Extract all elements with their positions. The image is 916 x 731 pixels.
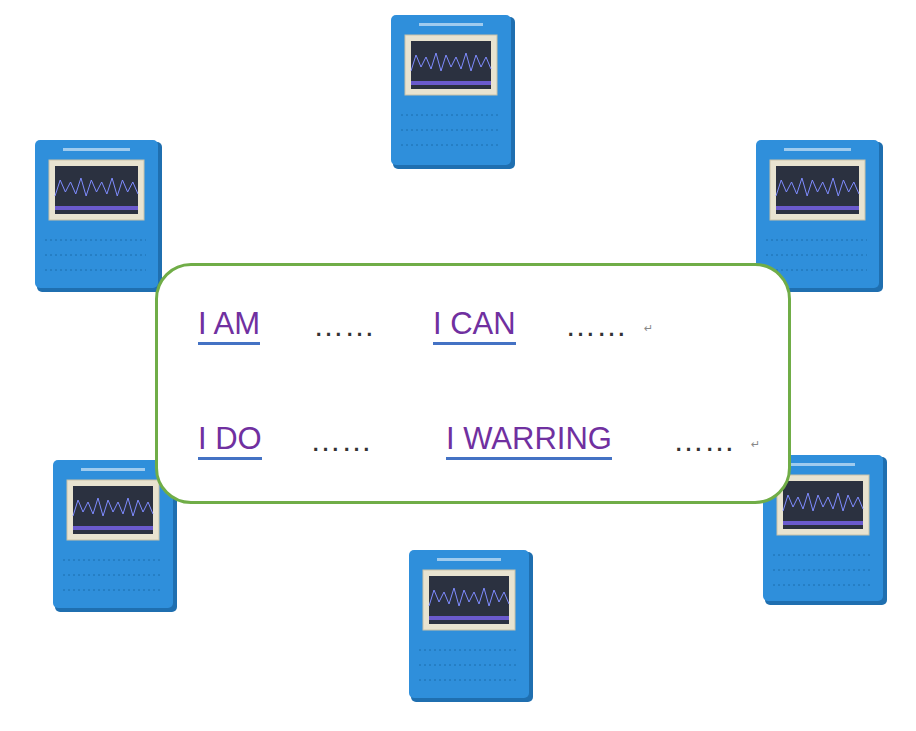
device-housing (756, 140, 879, 288)
device-brand-mark (784, 148, 851, 151)
device-panel-line (63, 590, 161, 591)
screen-bezel (67, 480, 159, 540)
screen-chart (411, 53, 491, 71)
ellipsis: …… (565, 306, 627, 346)
device-panel-line (766, 255, 867, 256)
screen-chart (55, 178, 138, 196)
ellipsis: …… (313, 306, 375, 346)
device-panel-line (45, 270, 146, 271)
screen (776, 166, 859, 214)
statement-keyword: I DO (198, 421, 262, 460)
statement-keyword: I CAN (433, 306, 516, 345)
screen-chart (73, 498, 153, 516)
statement-keyword: I AM (198, 306, 260, 345)
paragraph-mark: ↵ (751, 438, 760, 451)
screen-chart (429, 588, 509, 606)
device-panel-line (419, 650, 517, 651)
screen-bezel (49, 160, 144, 220)
device-panel-line (63, 575, 161, 576)
device-housing (391, 15, 511, 165)
device-panel-line (63, 560, 161, 561)
device-brand-mark (419, 23, 483, 26)
screen-bar (55, 206, 138, 210)
device-brand-mark (81, 468, 145, 471)
device-brand-mark (437, 558, 501, 561)
screen-bar (411, 81, 491, 85)
screen-bezel (423, 570, 515, 630)
screen (55, 166, 138, 214)
screen-bar (776, 206, 859, 210)
paragraph-mark: ↵ (644, 322, 653, 335)
device-panel-line (401, 130, 499, 131)
screen-bezel (770, 160, 865, 220)
device-panel-line (45, 240, 146, 241)
display-device (391, 15, 515, 169)
device-panel-line (401, 145, 499, 146)
device-panel-line (773, 585, 871, 586)
screen (73, 486, 153, 534)
device-housing (35, 140, 158, 288)
screen (783, 481, 863, 529)
device-panel-line (773, 555, 871, 556)
text-panel: I AM …… I CAN …… I DO …… I WARRING …… (155, 263, 791, 504)
screen-chart (783, 493, 863, 511)
screen-bar (783, 521, 863, 525)
device-housing (409, 550, 529, 698)
device-panel-line (766, 240, 867, 241)
device-brand-mark (791, 463, 855, 466)
screen-chart (776, 178, 859, 196)
screen (429, 576, 509, 624)
display-device (409, 550, 533, 702)
ellipsis: …… (673, 421, 735, 461)
device-housing (53, 460, 173, 608)
device-panel-line (766, 270, 867, 271)
screen-bezel (405, 35, 497, 95)
device-panel-line (401, 115, 499, 116)
ellipsis: …… (310, 421, 372, 461)
screen-bar (73, 526, 153, 530)
screen-bar (429, 616, 509, 620)
device-brand-mark (63, 148, 130, 151)
device-panel-line (419, 665, 517, 666)
device-panel-line (773, 570, 871, 571)
display-device (35, 140, 162, 292)
device-panel-line (45, 255, 146, 256)
screen-bezel (777, 475, 869, 535)
screen (411, 41, 491, 89)
device-panel-line (419, 680, 517, 681)
statement-keyword: I WARRING (446, 421, 612, 460)
